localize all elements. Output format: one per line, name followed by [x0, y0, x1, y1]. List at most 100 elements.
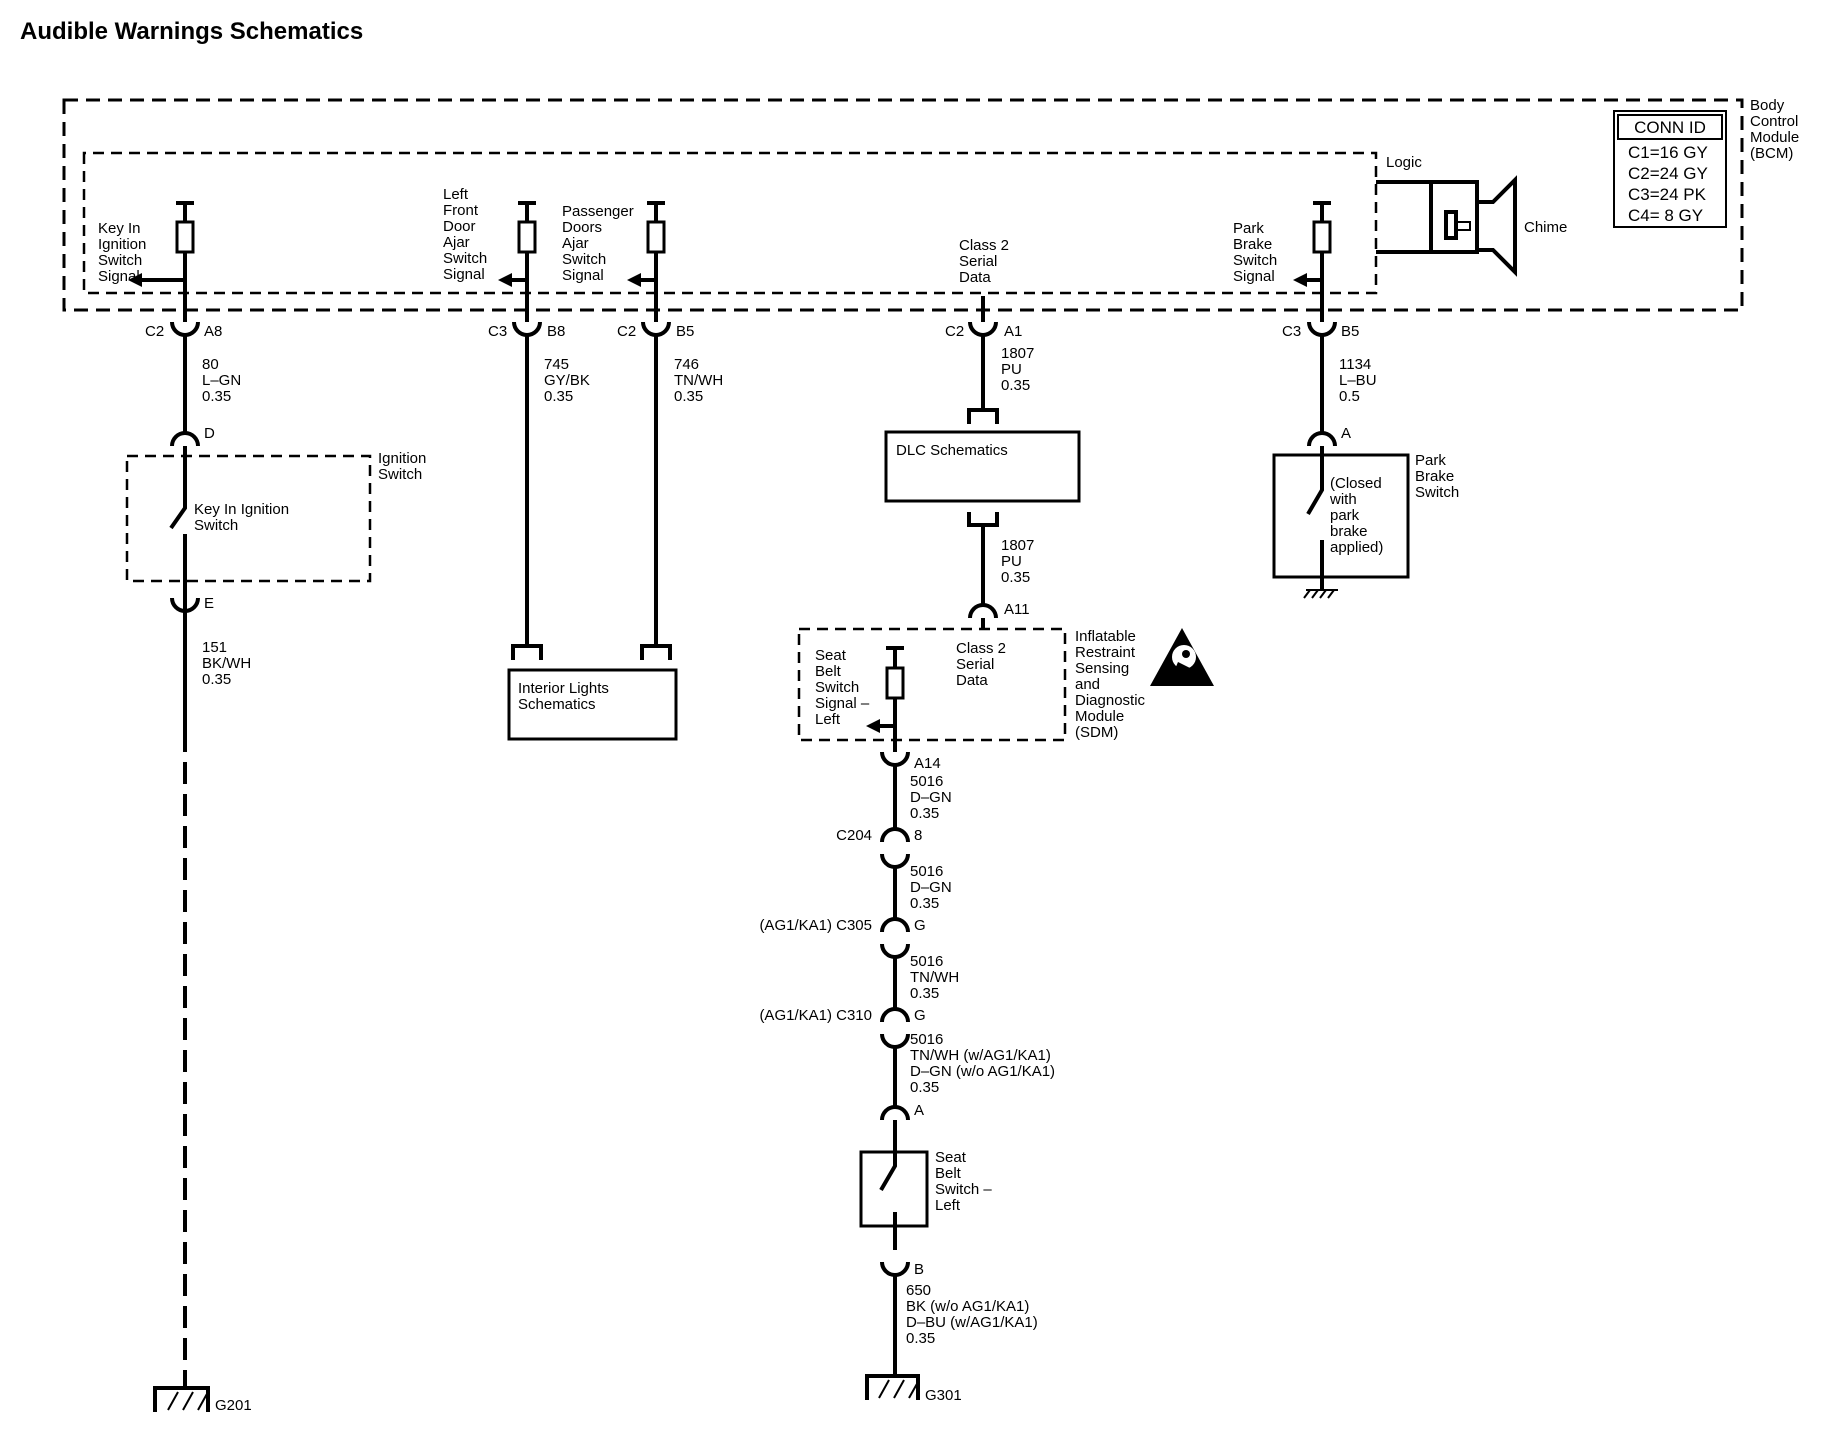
label-line: Class 2	[959, 237, 1009, 254]
label-line: 0.35	[1001, 569, 1030, 586]
label-line: Diagnostic	[1075, 692, 1146, 709]
label-line: 650	[906, 1282, 931, 1299]
label-line: Signal	[562, 267, 604, 284]
label-line: Body	[1750, 97, 1785, 114]
conn-id-row: C1=16 GY	[1628, 143, 1708, 162]
label-line: Module	[1075, 708, 1124, 725]
label-line: 0.35	[906, 1330, 935, 1347]
label-line: Key In	[98, 220, 141, 237]
dlc-schematics-label: DLC Schematics	[896, 442, 1008, 459]
label-line: Switch	[1415, 484, 1459, 501]
label-line: Seat	[815, 647, 847, 664]
label-line: Switch –	[935, 1181, 992, 1198]
label-line: Seat	[935, 1149, 967, 1166]
label-line: 0.35	[910, 805, 939, 822]
label-line: 0.35	[910, 1079, 939, 1096]
seat-belt-switch	[859, 1150, 929, 1228]
label-line: 0.35	[910, 985, 939, 1002]
label-line: park	[1330, 507, 1360, 524]
label-line: PU	[1001, 361, 1022, 378]
label-line: 0.35	[1001, 377, 1030, 394]
connector-c2: C2	[617, 323, 636, 340]
label-line: Doors	[562, 219, 602, 236]
logic-label: Logic	[1386, 154, 1422, 171]
label-line: PU	[1001, 553, 1022, 570]
pin-g: G	[914, 1007, 926, 1024]
label-line: and	[1075, 676, 1100, 693]
connector-c2: C2	[145, 323, 164, 340]
label-line: Belt	[815, 663, 842, 680]
pin-a14: A14	[914, 755, 941, 772]
label-line: L–BU	[1339, 372, 1377, 389]
label-line: Serial	[956, 656, 994, 673]
label-line: (Closed	[1330, 475, 1382, 492]
connector-c310: (AG1/KA1) C310	[759, 1007, 872, 1024]
ground-g301-icon	[865, 1364, 920, 1400]
conn-id-header: CONN ID	[1634, 118, 1706, 137]
page-title: Audible Warnings Schematics	[20, 18, 364, 45]
label-line: 0.35	[202, 388, 231, 405]
label-line: 1134	[1339, 356, 1371, 373]
label-line: Switch	[194, 517, 238, 534]
label-line: D–GN (w/o AG1/KA1)	[910, 1063, 1055, 1080]
label-line: GY/BK	[544, 372, 590, 389]
ground-g201-icon	[153, 1378, 210, 1412]
ground-g201-label: G201	[215, 1397, 252, 1414]
pin-b: B	[914, 1261, 924, 1278]
label-line: Signal	[98, 268, 140, 285]
chime-speaker-icon	[1429, 175, 1517, 277]
label-line: with	[1329, 491, 1357, 508]
conn-id-row: C2=24 GY	[1628, 164, 1708, 183]
label-line: applied)	[1330, 539, 1383, 556]
pin-g: G	[914, 917, 926, 934]
pin-a: A	[914, 1102, 924, 1119]
label-line: Key In Ignition	[194, 501, 289, 518]
label-line: Signal	[443, 266, 485, 283]
label-line: brake	[1330, 523, 1368, 540]
label-line: TN/WH	[674, 372, 723, 389]
label-line: Left	[815, 711, 841, 728]
conn-id-row: C4= 8 GY	[1628, 206, 1703, 225]
label-line: Module	[1750, 129, 1799, 146]
pin-a8: A8	[204, 323, 222, 340]
label-line: 0.35	[544, 388, 573, 405]
pin-a: A	[1341, 425, 1351, 442]
label-line: Park	[1415, 452, 1446, 469]
label-line: Left	[443, 186, 469, 203]
label-line: 1807	[1001, 345, 1034, 362]
label-line: (BCM)	[1750, 145, 1793, 162]
pin-e: E	[204, 595, 214, 612]
label-line: (SDM)	[1075, 724, 1118, 741]
pin-b5: B5	[1341, 323, 1359, 340]
connector-c3: C3	[488, 323, 507, 340]
label-line: L–GN	[202, 372, 241, 389]
pin-b8: B8	[547, 323, 565, 340]
pin-a11: A11	[1004, 601, 1030, 618]
label-line: D–GN	[910, 879, 952, 896]
label-line: 80	[202, 356, 219, 373]
ground-g301-label: G301	[925, 1387, 962, 1404]
label-line: Sensing	[1075, 660, 1129, 677]
label-line: 0.5	[1339, 388, 1360, 405]
